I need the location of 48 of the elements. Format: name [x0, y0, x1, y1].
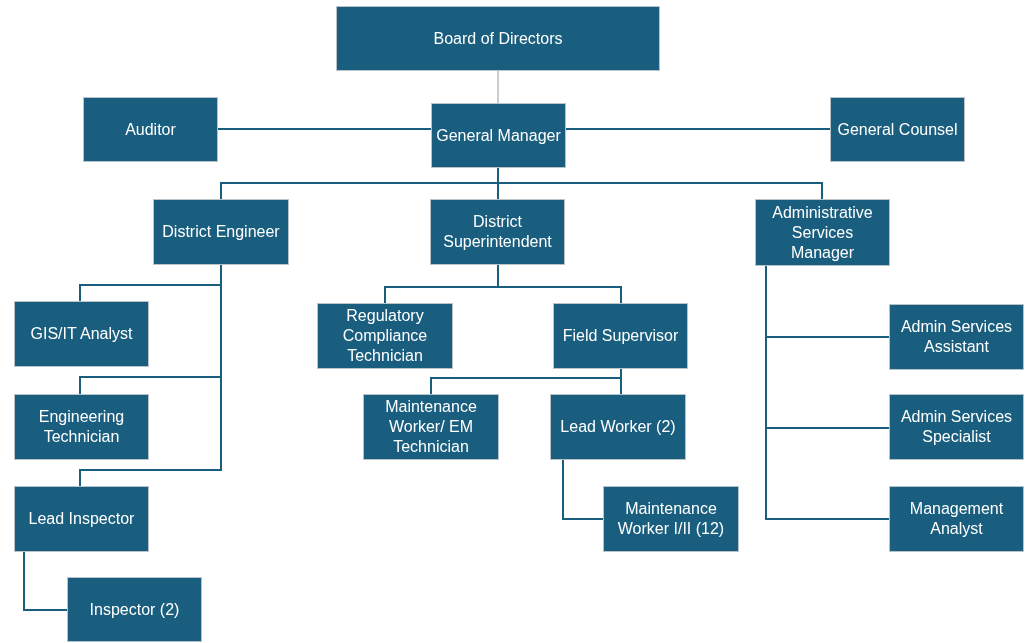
role-box	[67, 577, 202, 642]
role-title: Regulatory Compliance Technician	[341, 306, 429, 366]
connector-line	[562, 459, 604, 520]
role-title: Auditor	[125, 119, 176, 140]
role-box	[889, 486, 1024, 552]
role-title: Engineering Technician	[37, 407, 126, 447]
role-title: General Manager	[436, 125, 561, 146]
role-box	[14, 486, 149, 552]
role-title: Maintenance Worker I/II (12)	[616, 499, 726, 539]
role-title: District Superintendent	[442, 212, 553, 252]
role-box	[336, 6, 660, 71]
connector-line	[765, 265, 890, 520]
role-title: Admin Services Specialist	[899, 407, 1014, 447]
role-box	[14, 301, 149, 367]
role-title: Lead Inspector	[28, 509, 135, 529]
role-box	[14, 394, 149, 460]
role-title: Inspector (2)	[89, 599, 180, 620]
role-title: Maintenance Worker/ EM Technician	[384, 397, 478, 457]
connector-line	[79, 264, 222, 487]
role-box	[755, 199, 890, 266]
role-box	[153, 199, 289, 265]
role-title: District Engineer	[162, 222, 280, 242]
role-box	[431, 103, 566, 168]
role-box	[889, 304, 1024, 370]
connector-line	[497, 70, 499, 104]
connector-line	[23, 551, 68, 611]
role-title: Admin Services Assistant	[899, 317, 1014, 357]
role-title: GIS/IT Analyst	[30, 324, 133, 344]
role-box	[430, 199, 565, 265]
role-title: Field Supervisor	[562, 326, 679, 346]
connector-line	[497, 264, 622, 304]
role-box	[889, 394, 1024, 460]
role-title: Management Analyst	[908, 499, 1005, 539]
role-title: Administrative Services Manager	[771, 202, 874, 263]
role-box	[553, 303, 688, 369]
connector-line	[217, 128, 432, 130]
role-box	[363, 394, 499, 460]
role-box	[830, 97, 965, 162]
connector-line	[565, 128, 831, 130]
connector-line	[620, 368, 622, 395]
role-box	[317, 303, 453, 369]
role-title: Lead Worker (2)	[560, 417, 676, 437]
role-box	[603, 486, 739, 552]
role-title: General Counsel	[837, 119, 958, 140]
role-box	[83, 97, 218, 162]
connector-line	[497, 167, 823, 200]
role-title: Board of Directors	[433, 28, 563, 49]
role-box	[550, 394, 686, 460]
